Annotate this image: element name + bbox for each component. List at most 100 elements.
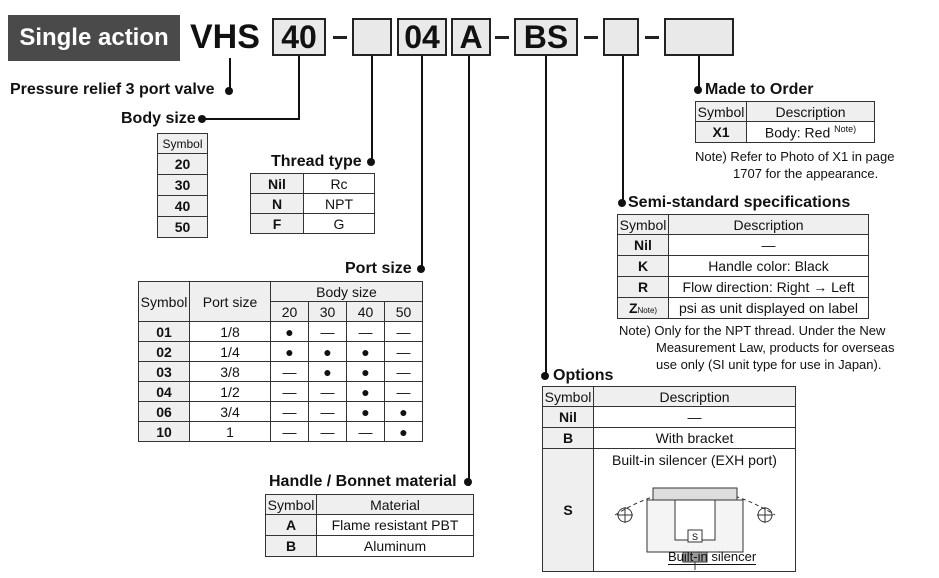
leader-line (298, 56, 300, 120)
dash (333, 36, 347, 39)
dash (584, 36, 598, 39)
table-cell: 3/4 (189, 401, 271, 422)
single-action-badge: Single action (8, 15, 180, 61)
table-cell: Body: Red Note) (746, 121, 875, 143)
semi-desc: Handle color: Black (668, 255, 869, 277)
options-desc-header: Description (593, 386, 796, 407)
port-size-title: Port size (345, 260, 412, 277)
body-size-header: Body size (270, 281, 423, 302)
table-cell: — (384, 361, 423, 382)
table-cell: 1/4 (189, 341, 271, 362)
semi-symbol: K (617, 255, 669, 277)
table-cell: ZNote) (617, 297, 669, 319)
mto-desc: Body: Red (764, 124, 831, 141)
leader-line (622, 56, 624, 204)
port-symbol-header: Symbol (138, 281, 190, 322)
body-size-table: Symbol 20 30 40 50 (157, 133, 208, 238)
table-cell: — (384, 321, 423, 342)
silencer-label: Built-in silencer (668, 549, 757, 565)
dash (495, 36, 509, 39)
leader-line (200, 118, 300, 120)
table-cell: — (270, 361, 309, 382)
semi-note-line2: Measurement Law, products for overseas (656, 340, 895, 355)
semi-desc: — (668, 234, 869, 256)
options-symbol: S (542, 448, 594, 572)
leader-line (698, 56, 700, 90)
handle-material: Flame resistant PBT (316, 514, 474, 536)
port-size-header: Port size (189, 281, 271, 322)
table-cell: 10 (138, 421, 190, 442)
semi-symbol: Nil (617, 234, 669, 256)
options-symbol: Nil (542, 406, 594, 428)
table-cell: — (308, 401, 347, 422)
leader-dot (464, 478, 472, 486)
silencer-cell: Built-in silencer (EXH port) S Built-in … (593, 448, 796, 572)
handle-box: A (451, 18, 491, 56)
mto-note-ref: Note) (834, 123, 857, 134)
leader-line (421, 56, 423, 270)
semi-box (603, 18, 639, 56)
thread-symbol: N (250, 193, 304, 214)
mto-box (664, 18, 734, 56)
leader-line (468, 56, 470, 486)
semi-desc: Flow direction: Right → Left (668, 276, 869, 298)
handle-material: Aluminum (316, 535, 474, 557)
table-cell: ● (346, 401, 385, 422)
table-cell: ● (346, 341, 385, 362)
mto-note-line2: 1707 for the appearance. (733, 166, 879, 181)
leader-line (229, 58, 231, 91)
table-cell: — (346, 321, 385, 342)
handle-material-header: Material (316, 494, 474, 515)
mto-symbol-header: Symbol (695, 101, 747, 122)
handle-symbol: A (265, 514, 317, 536)
leader-dot (618, 199, 626, 207)
table-cell: — (270, 381, 309, 402)
table-cell: ● (308, 341, 347, 362)
semi-title: Semi-standard specifications (628, 194, 851, 211)
table-cell: ● (346, 361, 385, 382)
leader-dot (417, 265, 425, 273)
body-size-box: 40 (272, 18, 326, 56)
body-col-header: 20 (270, 301, 309, 322)
body-size-cell: 50 (157, 216, 208, 238)
table-cell: 02 (138, 341, 190, 362)
options-symbol: B (542, 427, 594, 449)
table-cell: 01 (138, 321, 190, 342)
table-cell: — (308, 321, 347, 342)
thread-desc: G (303, 213, 375, 234)
table-cell: — (270, 401, 309, 422)
table-cell: ● (270, 321, 309, 342)
options-desc: — (593, 406, 796, 428)
body-size-title: Body size (121, 110, 196, 127)
silencer-figure: S (614, 487, 775, 570)
table-cell: ● (384, 421, 423, 442)
table-cell: 1/2 (189, 381, 271, 402)
table-cell: — (346, 421, 385, 442)
mto-note-line1: Note) Refer to Photo of X1 in page (695, 149, 895, 164)
blank-box (352, 18, 392, 56)
semi-symbol: R (617, 276, 669, 298)
series-code: VHS (190, 18, 260, 56)
table-cell: 03 (138, 361, 190, 382)
body-size-cell: 20 (157, 153, 208, 175)
options-symbol-header: Symbol (542, 386, 594, 407)
body-col-header: 50 (384, 301, 423, 322)
semi-note-line3: use only (SI unit type for use in Japan)… (656, 357, 882, 372)
figure-letter: S (691, 532, 697, 542)
handle-title: Handle / Bonnet material (269, 473, 457, 490)
table-cell: — (308, 421, 347, 442)
thread-desc: Rc (303, 173, 375, 194)
leader-line (545, 56, 547, 376)
dash (645, 36, 659, 39)
semi-note-line1: Note) Only for the NPT thread. Under the… (619, 323, 886, 338)
table-cell: 1 (189, 421, 271, 442)
